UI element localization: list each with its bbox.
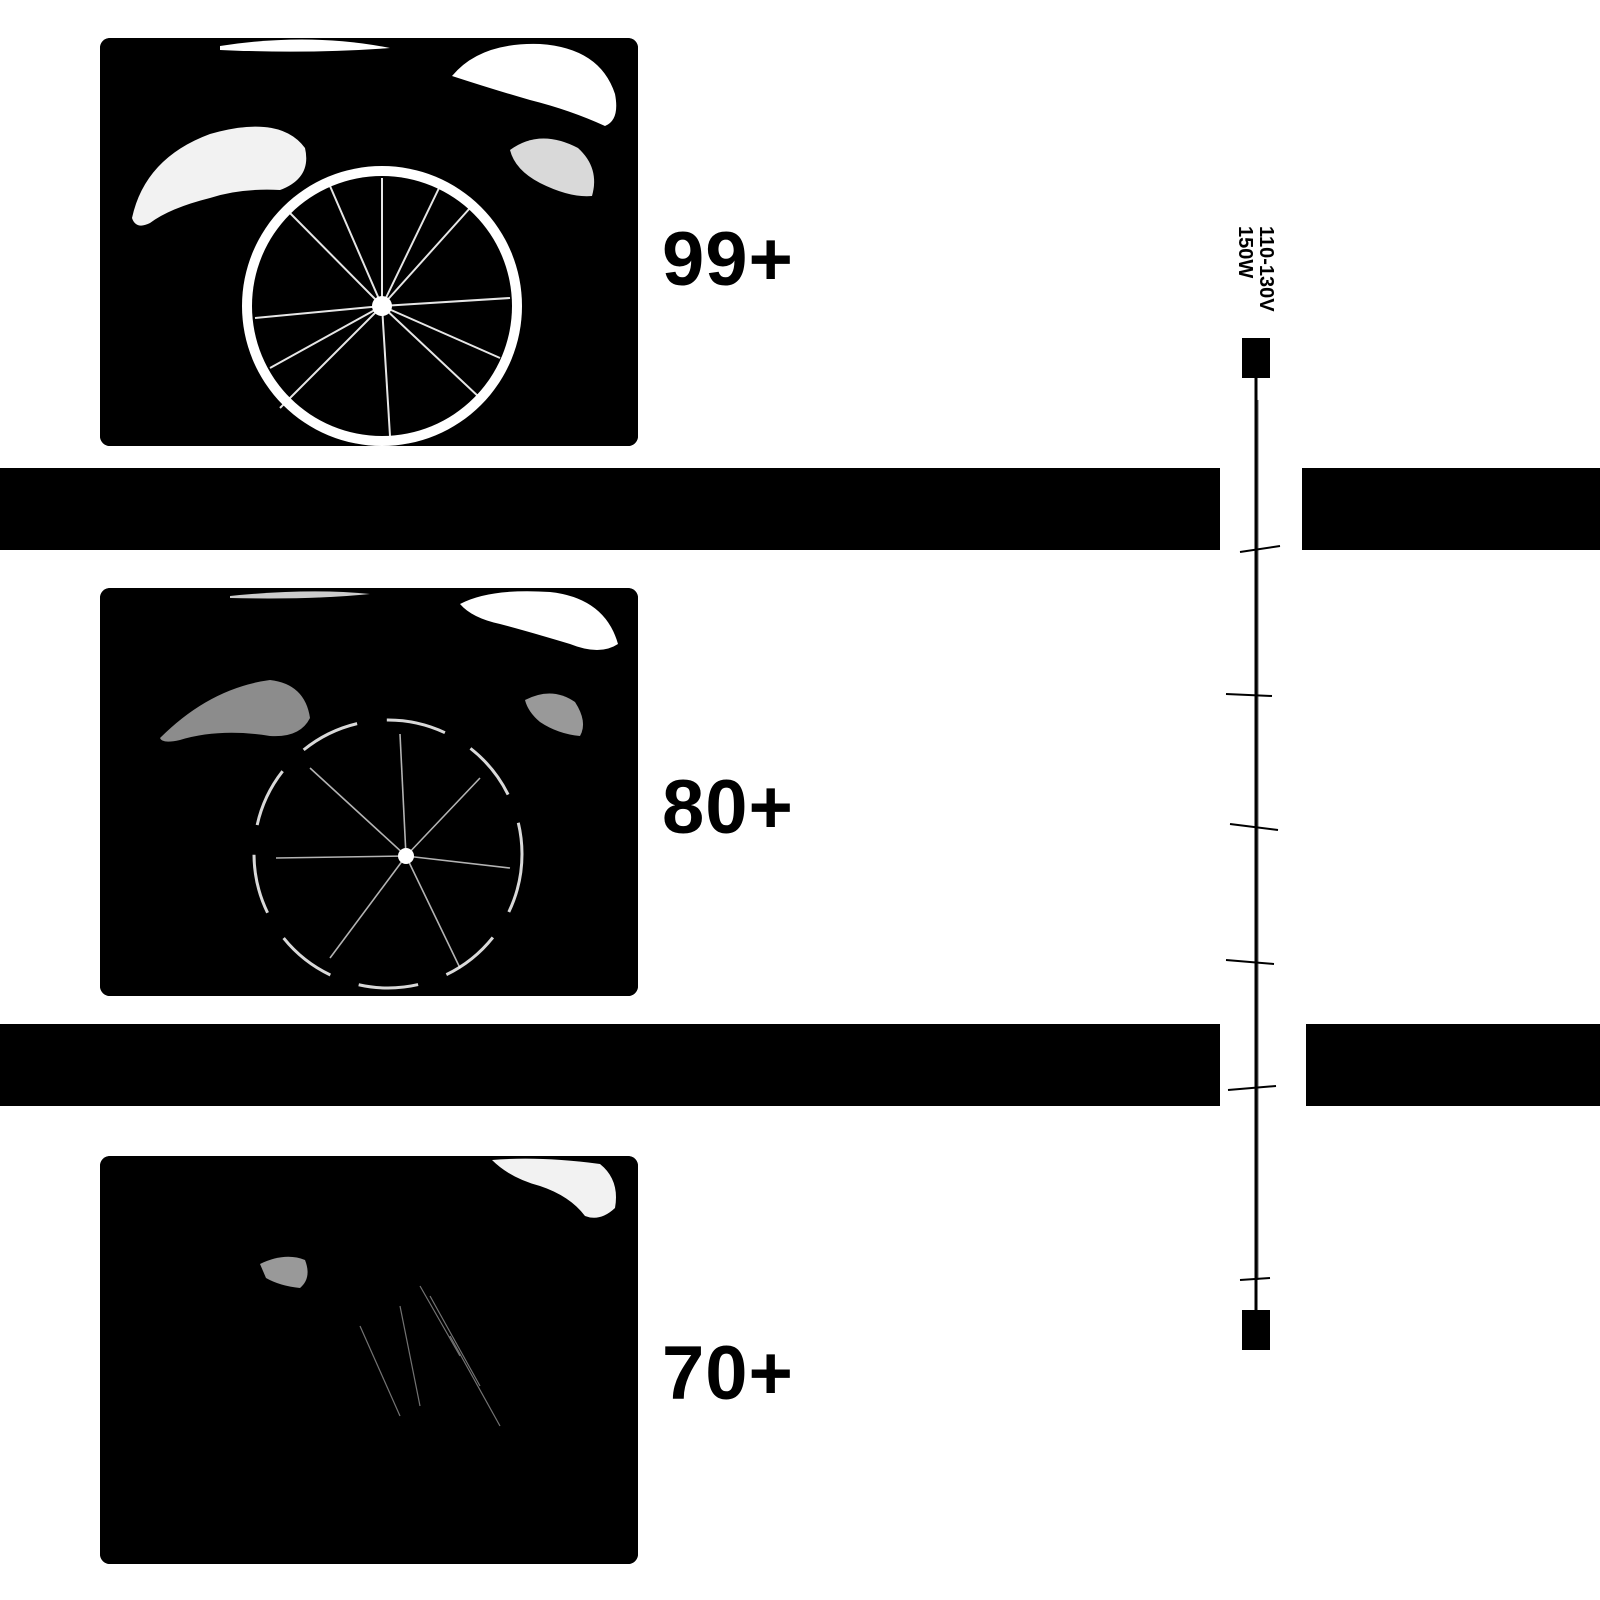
- voltage-label: 110-130V: [1255, 226, 1277, 312]
- citrus-still-life-image: [100, 588, 638, 996]
- band-gap: [1220, 468, 1302, 550]
- halogen-lamp-illustration: [1220, 220, 1300, 1360]
- lamp-icon: [1225, 338, 1281, 1350]
- cri-score-label: 80+: [662, 765, 794, 850]
- cri-score-label: 99+: [662, 217, 794, 302]
- divider-band-top: [0, 468, 1600, 550]
- citrus-still-life-image: [100, 38, 638, 446]
- fruit-photo-high-cri: [100, 38, 638, 446]
- wattage-label: 150W: [1234, 226, 1256, 279]
- citrus-still-life-image: [100, 1156, 638, 1564]
- lamp-rating-label: 110-130V 150W: [1218, 226, 1278, 316]
- band-gap: [1220, 1024, 1306, 1106]
- fruit-photo-medium-cri: [100, 588, 638, 996]
- lamp-rating-text: 110-130V 150W: [1234, 226, 1277, 312]
- cri-score-label: 70+: [662, 1331, 794, 1416]
- fruit-photo-low-cri: [100, 1156, 638, 1564]
- divider-band-bottom: [0, 1024, 1600, 1106]
